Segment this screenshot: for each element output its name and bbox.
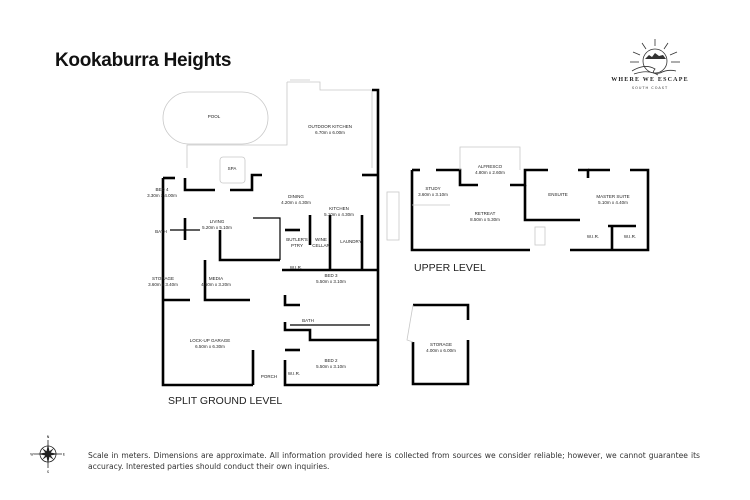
level-label-ground: SPLIT GROUND LEVEL [168,395,283,407]
sun-wave-logo-icon [630,39,680,76]
room-butlers-pantry: BUTLER'S PTRY [286,237,308,248]
room-wir-master-2: W.I.R. [623,234,637,239]
room-pool: POOL [207,114,221,119]
room-bath-2: BATH [302,318,314,323]
outdoor-outlines [162,79,400,241]
brand-subtitle: SOUTH COAST [631,86,669,90]
room-laundry: LAUNDRY [340,239,362,244]
room-wine-cellar: WINE CELLAR [312,237,330,248]
room-porch: PORCH [260,374,278,379]
page-title: Kookaburra Heights [55,50,232,71]
room-spa: SPA [227,166,237,171]
compass-n: N [47,435,50,439]
brand-name: WHERE WE ESCAPE [611,77,689,83]
room-ensuite: ENSUITE [548,192,568,197]
compass-w: W [30,453,34,457]
room-wir-bed3: W.I.R. [289,265,303,270]
compass-s: S [47,470,50,474]
detached-storage-walls [411,303,470,386]
upper-walls [410,168,650,252]
level-label-upper: UPPER LEVEL [414,262,486,274]
spa-outline [219,156,246,184]
ground-walls [161,88,380,387]
room-bath-1: BATH [155,229,167,234]
compass-e: E [63,453,65,457]
room-wir-bed2: W.I.R. [287,371,301,376]
compass-icon: N S E W [30,435,65,474]
disclaimer-text: Scale in meters. Dimensions are approxim… [88,451,700,471]
pool-outline [162,91,269,145]
room-wir-master-1: W.I.R. [586,234,600,239]
